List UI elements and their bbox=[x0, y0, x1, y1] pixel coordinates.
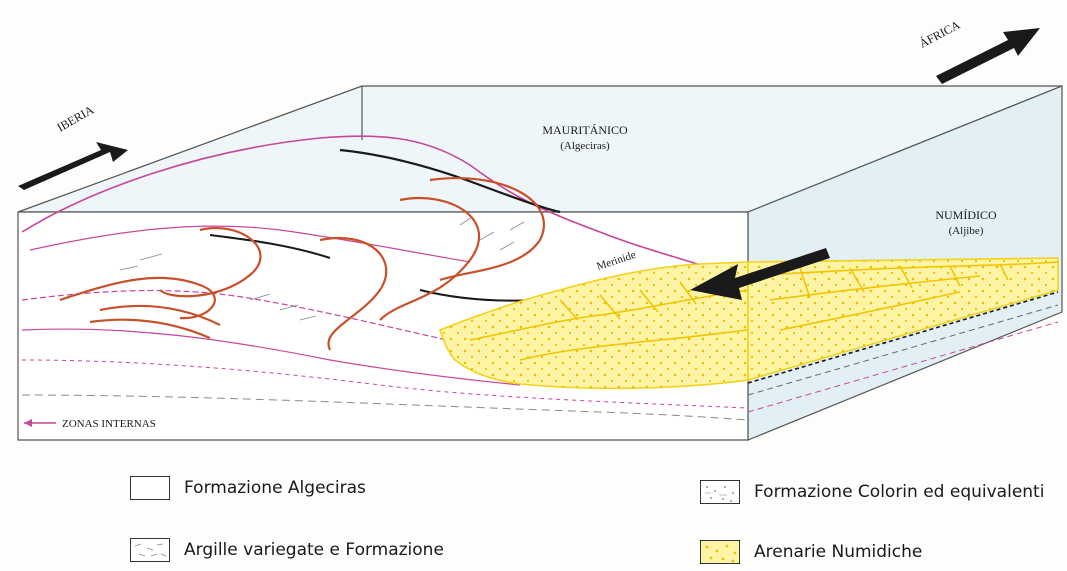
legend-label: Formazione Colorin ed equivalenti bbox=[754, 482, 1044, 502]
legend-label: Arenarie Numidiche bbox=[754, 542, 922, 562]
legend-item-colorin: Formazione Colorin ed equivalenti bbox=[700, 480, 1044, 504]
legend-swatch-blank bbox=[130, 476, 170, 500]
legend-item-argille: Argille variegate e Formazione bbox=[130, 538, 444, 562]
mauritanico-subtitle: (Algeciras) bbox=[560, 140, 610, 152]
zonas-internas-label: ZONAS INTERNAS bbox=[62, 418, 156, 430]
legend-label: Argille variegate e Formazione bbox=[184, 540, 444, 560]
legend-label: Formazione Algeciras bbox=[184, 478, 366, 498]
legend-item-algeciras: Formazione Algeciras bbox=[130, 476, 366, 500]
mauritanico-title: MAURITÁNICO bbox=[542, 123, 628, 137]
africa-arrow bbox=[936, 28, 1040, 84]
numidico-title: NUMÍDICO bbox=[935, 208, 997, 222]
legend-swatch-dashed bbox=[130, 538, 170, 562]
legend-swatch-yellow-dots bbox=[700, 540, 740, 564]
geological-block-diagram: ZONAS INTERNAS IBERIA ÁFRICA MAURITÁNICO… bbox=[0, 0, 1067, 460]
africa-label: ÁFRICA bbox=[917, 17, 963, 50]
legend-swatch-dotted bbox=[700, 480, 740, 504]
legend-item-numidiche: Arenarie Numidiche bbox=[700, 540, 922, 564]
iberia-label: IBERIA bbox=[55, 102, 97, 134]
numidico-subtitle: (Aljibe) bbox=[949, 225, 984, 237]
